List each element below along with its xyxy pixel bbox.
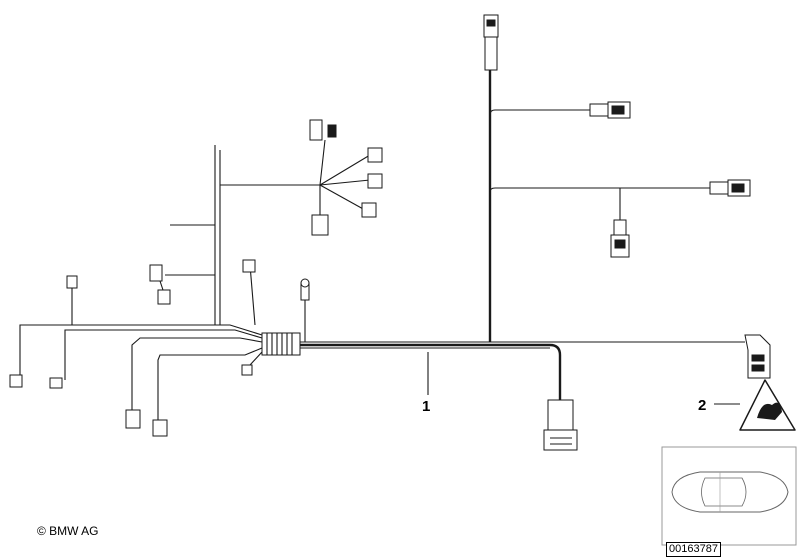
main-harness-trunk: [19, 324, 745, 420]
part-number: 00163787: [666, 542, 721, 557]
car-top-view-icon: [671, 471, 789, 513]
copyright-text: © BMW AG: [37, 524, 99, 538]
right-end-connector: [744, 334, 771, 379]
upper-right-branch: [483, 14, 751, 342]
callout-1: 1: [422, 352, 430, 415]
callout-2: 2: [698, 379, 796, 431]
warning-triangle-label-icon: [739, 379, 796, 431]
callout-2-label: 2: [698, 397, 706, 414]
upper-left-branch: [149, 119, 383, 326]
callout-1-label: 1: [422, 398, 430, 415]
harness-sleeve-clamp: [261, 332, 301, 356]
ground-lead-branch: [300, 278, 310, 342]
car-inset-panel: [661, 446, 797, 546]
bottom-center-connector: [543, 399, 578, 451]
left-connectors: [9, 275, 253, 437]
